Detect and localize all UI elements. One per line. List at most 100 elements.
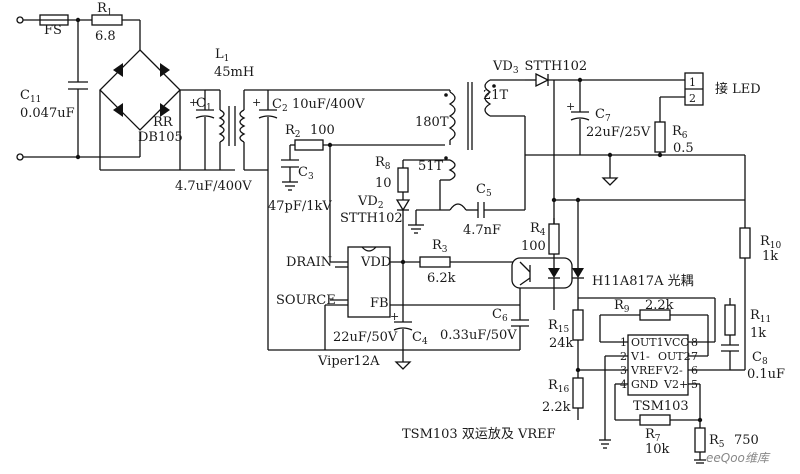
svg-text:+: + <box>390 310 399 323</box>
r10-label: R10 <box>760 234 782 251</box>
r8-value: 10 <box>375 176 392 191</box>
vdd-pin-label: VDD <box>360 255 391 270</box>
svg-text:+: + <box>252 96 261 109</box>
tsm-pin-v2m: V2- <box>663 364 683 377</box>
c8-value: 0.1uF <box>747 367 785 382</box>
optocoupler <box>511 80 745 310</box>
l1-label: L1 <box>215 47 229 64</box>
c5-value: 4.7nF <box>463 223 501 238</box>
c11-label: C11 <box>20 88 41 105</box>
r3-value: 6.2k <box>427 271 456 286</box>
r16-value: 2.2k <box>542 400 571 415</box>
c7-label: C7 <box>595 107 611 124</box>
tsm-pin-num-2: 2 <box>620 350 627 363</box>
led-output-label: 接 LED <box>715 81 761 97</box>
vd2-label: VD2 <box>357 194 384 211</box>
c4-value: 22uF/50V <box>333 330 398 345</box>
drain-pin-label: DRAIN <box>286 255 332 270</box>
tsm-pin-num-6: 6 <box>691 364 698 377</box>
connector-pin1: 1 <box>689 76 696 89</box>
r5-value: 750 <box>734 433 759 448</box>
source-pin-label: SOURCE <box>276 293 336 308</box>
svg-text:+: + <box>566 100 575 113</box>
r15-label: R15 <box>548 318 570 335</box>
tsm103-part: TSM103 <box>633 399 689 414</box>
c3-label: C3 <box>298 165 314 182</box>
r2-value: 100 <box>310 123 335 138</box>
r11-value: 1k <box>750 326 766 341</box>
watermark: eeQoo维库 <box>706 451 771 465</box>
r5-label: R5 <box>709 433 725 450</box>
r10-value: 1k <box>762 249 778 264</box>
output-section: + <box>525 72 751 330</box>
r8-label: R8 <box>375 155 391 172</box>
tsm-pin-num-5: 5 <box>691 378 698 391</box>
viper12a-ic: + <box>268 246 529 370</box>
tsm-pin-num-8: 8 <box>691 336 698 349</box>
tsm-pin-vref: VREF <box>630 364 663 377</box>
r4-label: R4 <box>530 221 546 238</box>
secondary-turns: 21T <box>483 88 509 103</box>
tsm-pin-gnd: GND <box>631 378 658 391</box>
ac-input <box>16 14 141 161</box>
tsm-pin-num-3: 3 <box>620 364 627 377</box>
rr-label: RR <box>153 115 174 130</box>
c2-value: 10uF/400V <box>292 97 365 112</box>
bridge-part: DB105 <box>138 130 183 145</box>
c6-value: 0.33uF/50V <box>440 328 517 343</box>
r16-label: R16 <box>548 378 570 395</box>
c3-value: 47pF/1kV <box>268 199 332 214</box>
transformer <box>440 79 526 181</box>
tsm-pin-v1m: V1- <box>630 350 650 363</box>
tsm-pin-out2: OUT2 <box>658 350 691 363</box>
c5-label: C5 <box>476 182 492 199</box>
tsm-pin-vcc: VCC <box>663 336 689 349</box>
r11-label: R11 <box>750 308 771 325</box>
tsm-pin-out1: OUT1 <box>631 336 664 349</box>
connector-pin2: 2 <box>689 92 696 105</box>
c1-value: 4.7uF/400V <box>175 179 252 194</box>
filter-section: + + <box>189 89 450 350</box>
bridge-rectifier <box>99 49 235 171</box>
fuse-label: FS <box>44 23 62 38</box>
r2-label: R2 <box>285 123 301 140</box>
c6-label: C6 <box>492 307 508 324</box>
l1-value: 45mH <box>214 65 254 80</box>
c1-label: C1 <box>196 96 212 113</box>
aux-winding <box>395 155 526 262</box>
r7-label: R7 <box>645 427 661 444</box>
r6-value: 0.5 <box>673 141 694 156</box>
r9-value: 2.2k <box>645 298 674 313</box>
aux-turns: 51T <box>418 159 444 174</box>
c4-label: C4 <box>412 330 428 347</box>
r1-value: 6.8 <box>95 29 116 44</box>
fb-pin-label: FB <box>370 296 389 311</box>
r4-value: 100 <box>521 239 546 254</box>
vd2-part: STTH102 <box>340 211 403 226</box>
tsm-pin-num-4: 4 <box>620 378 627 391</box>
r6-label: R6 <box>672 124 688 141</box>
r9-label: R9 <box>614 298 630 315</box>
r7-value: 10k <box>645 442 670 457</box>
r1-label: R1 <box>97 1 113 18</box>
tsm-pin-v2p: V2+ <box>663 378 688 391</box>
c7-value: 22uF/25V <box>586 125 651 140</box>
tsm-pin-num-1: 1 <box>620 336 627 349</box>
svg-text:+: + <box>189 96 198 109</box>
tsm103-section <box>572 278 746 464</box>
c8-label: C8 <box>752 350 768 367</box>
snubber <box>281 139 445 262</box>
caption: TSM103 双运放及 VREF <box>402 427 556 442</box>
opto-part: H11A817A 光耦 <box>592 274 694 289</box>
tsm-pin-num-7: 7 <box>691 350 698 363</box>
c2-label: C2 <box>272 97 288 114</box>
primary-turns: 180T <box>415 115 449 130</box>
r3-label: R3 <box>432 238 448 255</box>
c11-value: 0.047uF <box>20 106 75 121</box>
r15-value: 24k <box>549 336 574 351</box>
viper-part: Viper12A <box>317 354 380 369</box>
tsm103-ic <box>627 334 689 396</box>
